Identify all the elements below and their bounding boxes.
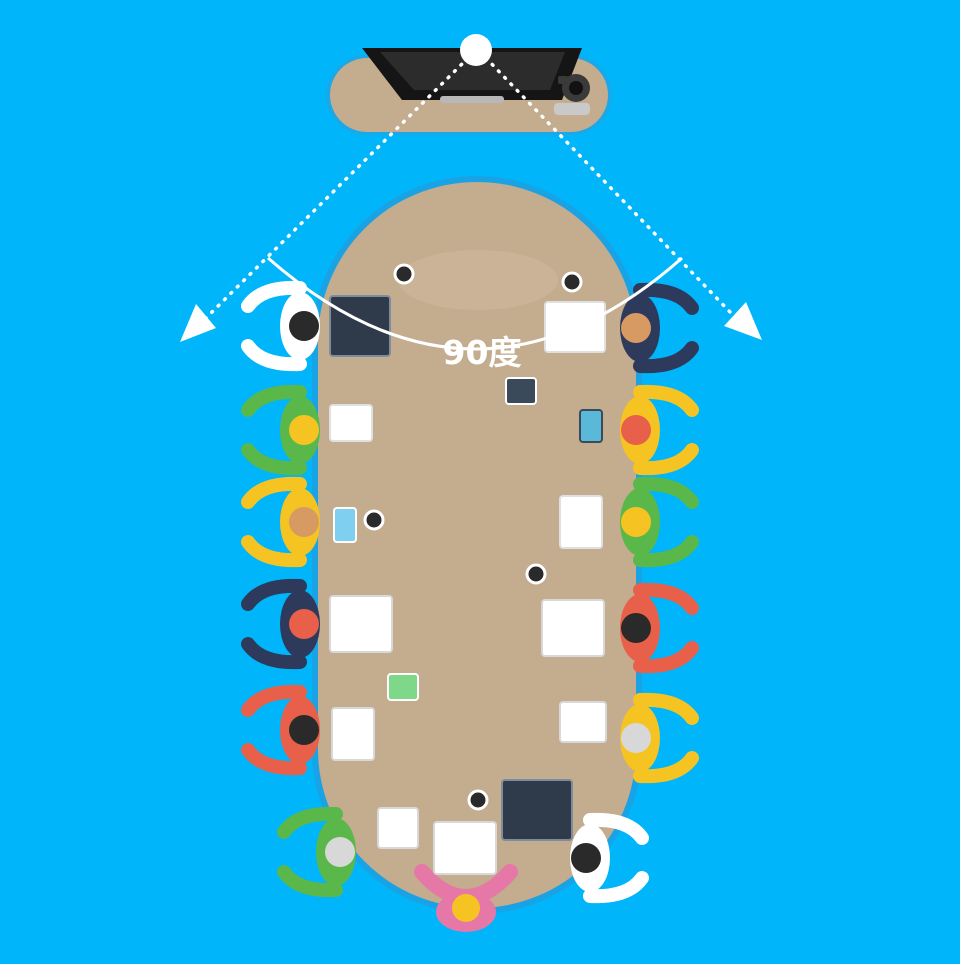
coffee-cup-icon: [363, 509, 385, 531]
angle-label: 90度: [443, 333, 522, 372]
conference-table: [312, 176, 642, 914]
participant: [241, 684, 320, 776]
desk-item: [387, 673, 419, 701]
arrow-head-icon: [724, 302, 762, 340]
participant: [620, 384, 699, 476]
participant: [620, 282, 699, 374]
ptz-camera-icon: [554, 74, 590, 115]
participant: [241, 476, 320, 568]
desk-item: [501, 779, 573, 841]
desk-item: [541, 599, 605, 657]
arrow-head-icon: [180, 304, 216, 342]
participant: [620, 692, 699, 784]
participant: [241, 384, 320, 476]
view-angle-arc: [267, 256, 683, 351]
desk-item: [377, 807, 419, 849]
participant: [570, 812, 649, 904]
table-items: [329, 263, 607, 875]
desk-item: [329, 595, 393, 653]
participant: [620, 582, 699, 674]
desk-item: [329, 404, 373, 442]
desk-item: [333, 507, 357, 543]
desk-item: [329, 295, 391, 357]
desk-item: [433, 821, 497, 875]
participant: [620, 476, 699, 568]
desk-item: [579, 409, 603, 443]
desk-item: [331, 707, 375, 761]
participant: [241, 578, 320, 670]
coffee-cup-icon: [467, 789, 489, 811]
tv-monitor-icon: [362, 48, 582, 103]
field-of-view-lines: [204, 56, 732, 320]
desk-item: [559, 701, 607, 743]
desk-item: [559, 495, 603, 549]
participant: [241, 280, 320, 372]
desk-item: [505, 377, 537, 405]
coffee-cup-icon: [525, 563, 547, 585]
camera-lens-point: [460, 34, 492, 66]
participant: [414, 864, 518, 932]
fov-left-line: [204, 56, 470, 320]
coffee-cup-icon: [393, 263, 415, 285]
participants: [241, 280, 699, 932]
coffee-cup-icon: [561, 271, 583, 293]
table-top: [318, 182, 636, 908]
participant: [277, 806, 356, 898]
